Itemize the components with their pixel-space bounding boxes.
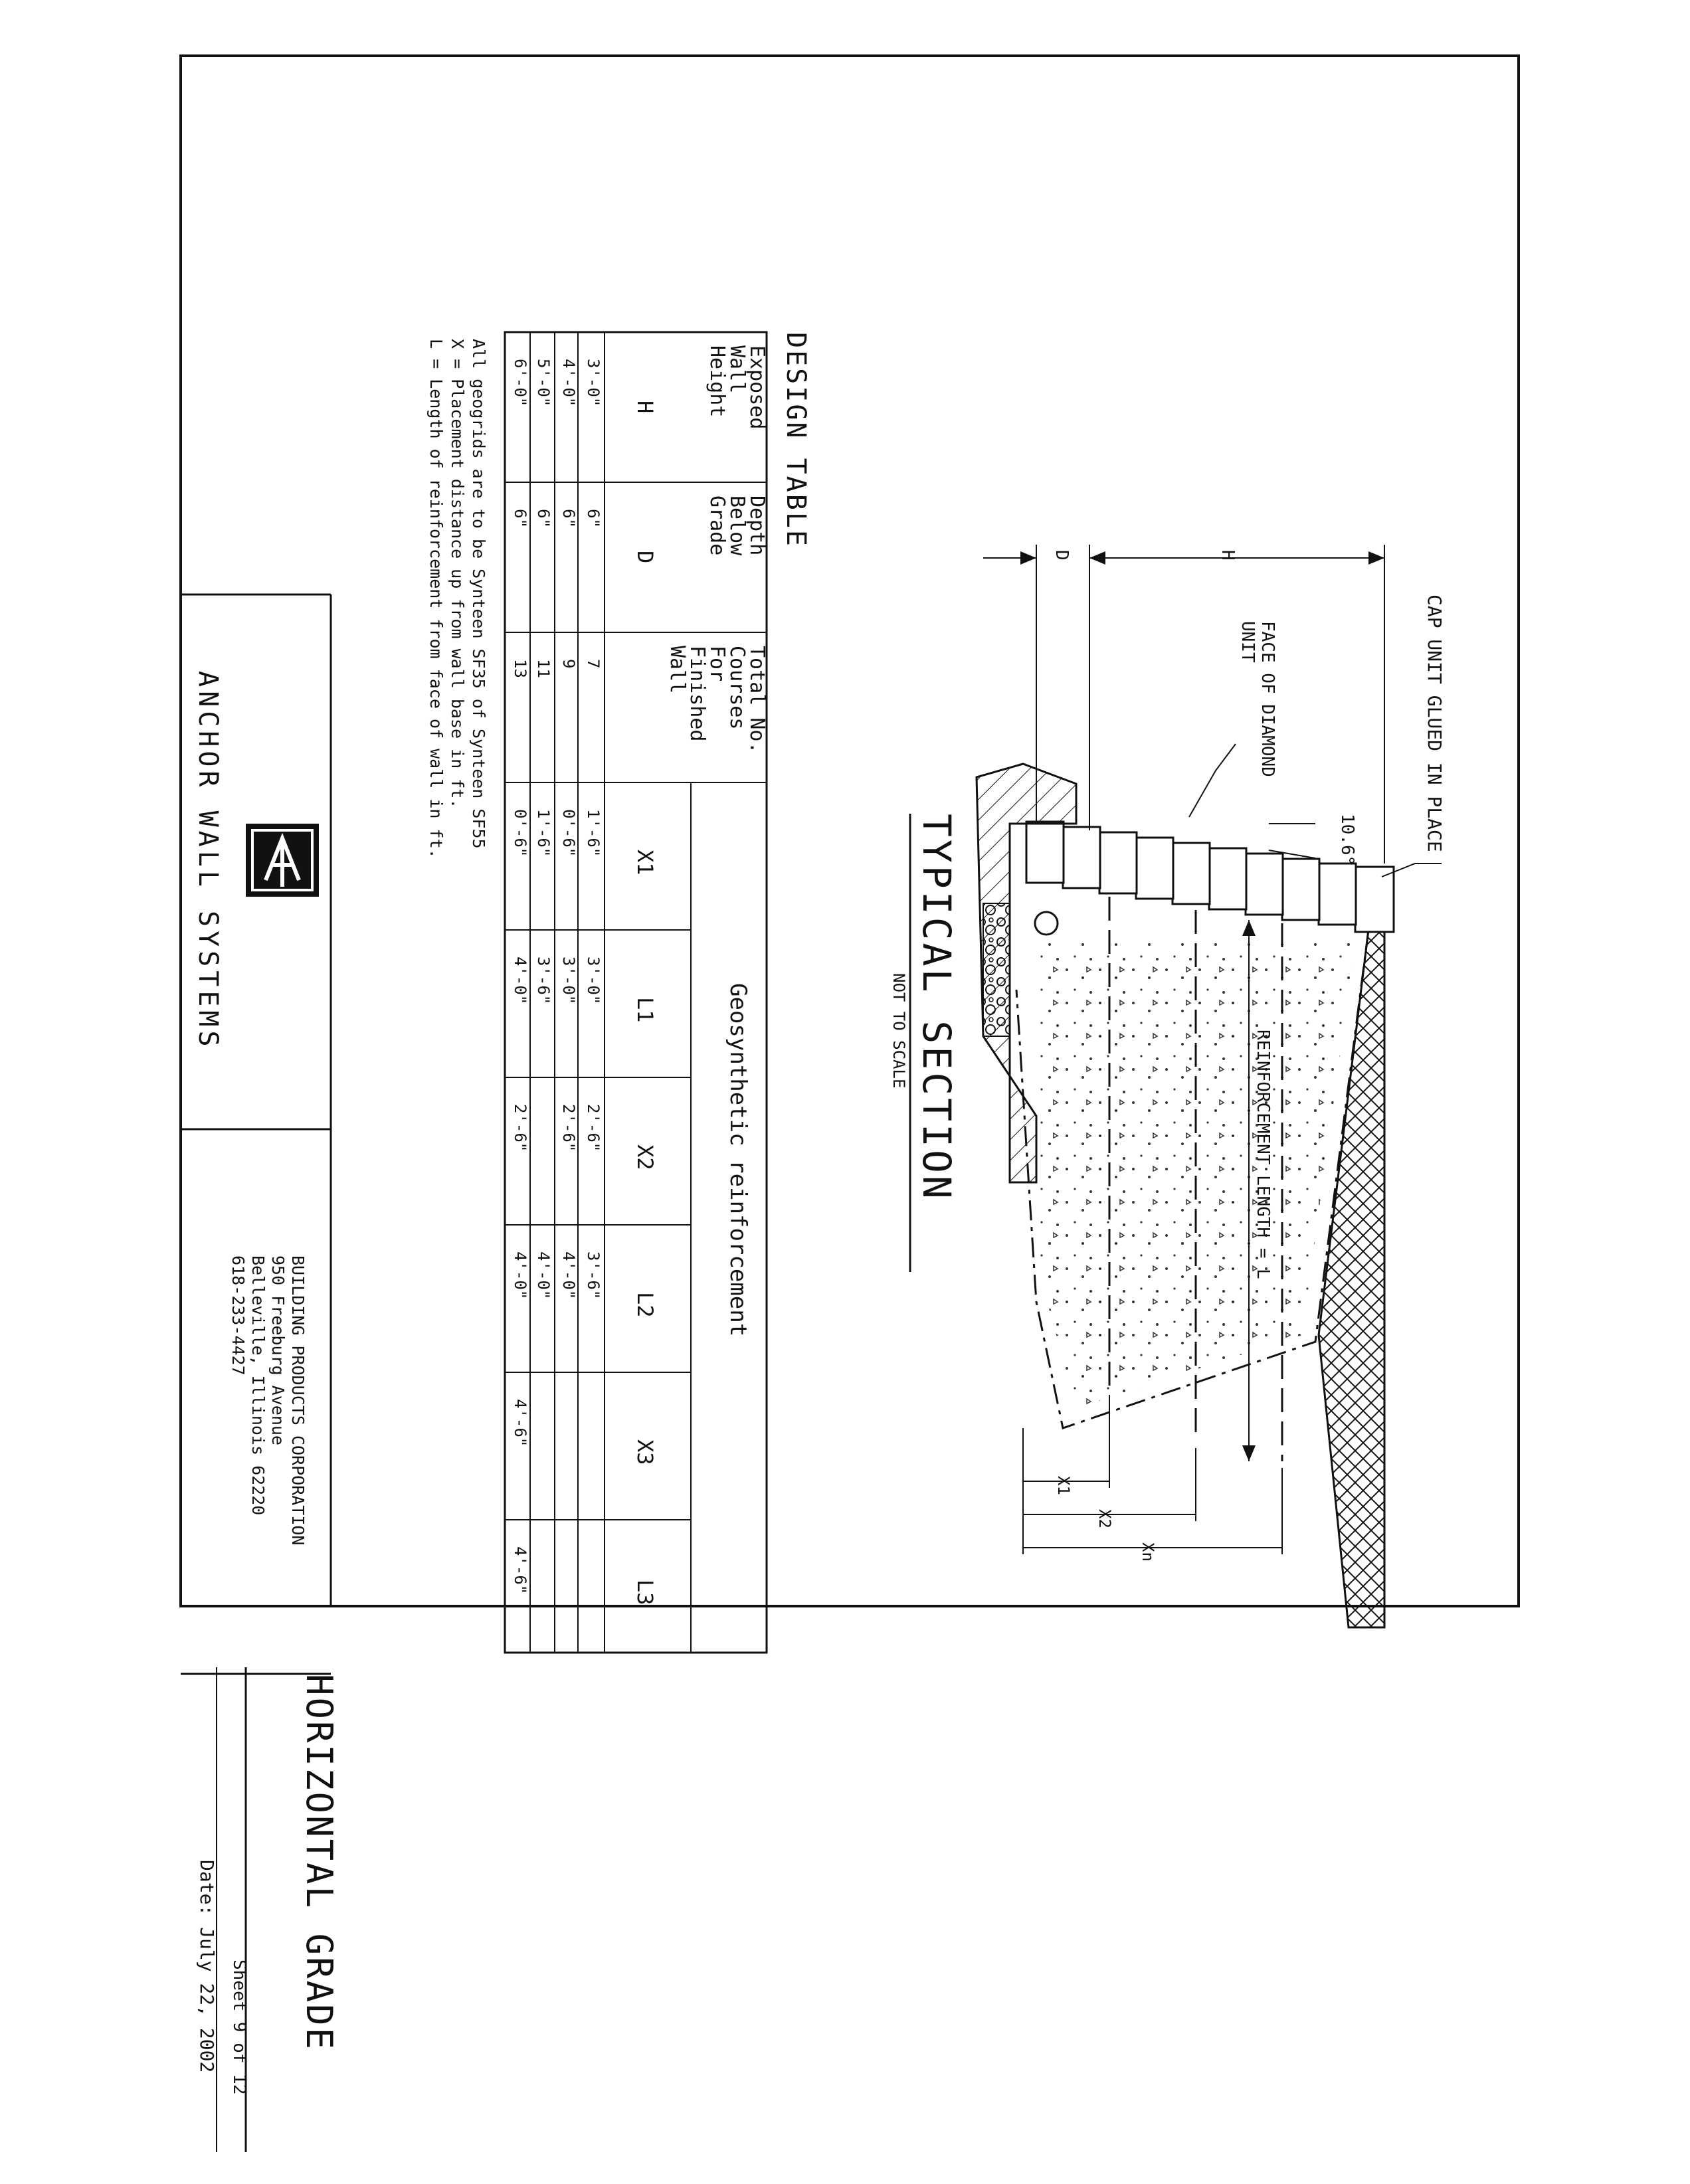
wall-blocks: [1025, 820, 1395, 933]
note-2: X = Placement distance up from wall base…: [448, 339, 467, 808]
table-cell: 9: [559, 659, 578, 668]
dim-d-label: D: [1052, 550, 1072, 561]
table-cell: 2'-6": [584, 1104, 603, 1152]
design-table: DESIGN TABLE ExposedWallHeightDepthBelow…: [504, 331, 811, 1654]
face-label-2: UNIT: [1238, 621, 1258, 663]
table-cell: 4'-0": [559, 1251, 578, 1299]
table-cell: 5'-0": [534, 359, 553, 407]
anchor-wall-logo-icon: [246, 824, 319, 897]
symbol-d: D: [632, 551, 658, 563]
symbol-h: H: [632, 401, 658, 413]
table-grid: [505, 332, 767, 1653]
section-subtitle: NOT TO SCALE: [890, 973, 908, 1088]
header-col2-line: Below: [725, 496, 749, 556]
table-cell: 4'-0": [534, 1251, 553, 1299]
face-leader: [1188, 743, 1236, 818]
drawing-title: HORIZONTAL GRADE: [298, 1674, 340, 2051]
geogrid-layers: [1108, 897, 1283, 1461]
table-cell: 0'-6": [511, 809, 529, 857]
header-col1-line: Height: [705, 345, 729, 417]
table-cell: 6": [534, 509, 553, 528]
table-cell: 6": [584, 509, 603, 528]
dim-h-label: H: [1218, 550, 1238, 561]
dim-x2-label: X2: [1095, 1509, 1114, 1528]
corp-line-3: Belleville, Illinois 62220: [248, 1255, 268, 1515]
table-cell: 11: [534, 659, 553, 678]
symbol-l3: L3: [632, 1580, 658, 1605]
corp-line-4: 618-233-4427: [229, 1255, 248, 1376]
symbol-l1: L1: [632, 997, 658, 1023]
header-col1-line: Exposed: [745, 345, 769, 429]
title-block: ANCHOR WALL SYSTEMS BUILDING PRODUCTS CO…: [181, 593, 340, 2152]
section-title: TYPICAL SECTION: [914, 814, 959, 1202]
table-cell: 3'-0": [584, 359, 603, 407]
table-cell: 3'-6": [534, 956, 553, 1004]
corp-line-1: BUILDING PRODUCTS CORPORATION: [288, 1255, 308, 1546]
reinforced-zone-boundary: [1015, 929, 1370, 1429]
symbol-l2: L2: [632, 1292, 658, 1318]
table-cell: 0'-6": [559, 809, 578, 857]
drawing-date: Date: July 22, 2002: [196, 1860, 218, 2072]
table-cell: 4'-0": [559, 359, 578, 407]
header-col2-line: Grade: [705, 496, 729, 555]
table-cell: 3'-0": [584, 956, 603, 1004]
table-cell: 4'-6": [511, 1399, 529, 1447]
corp-line-2: 950 Freeburg Avenue: [268, 1255, 288, 1445]
header-col1-line: Wall: [725, 345, 749, 393]
table-cell: 3'-6": [584, 1251, 603, 1299]
table-cell: 6'-0": [511, 359, 529, 407]
front-soil: [975, 763, 1078, 1184]
cap-unit-label: CAP UNIT GLUED IN PLACE: [1424, 594, 1446, 852]
symbol-x3: X3: [632, 1439, 658, 1465]
header-col3-line: Finished: [686, 646, 709, 742]
table-cell: 2'-6": [559, 1104, 578, 1152]
header-col3-line: Total No.: [745, 646, 769, 754]
table-frame: [504, 331, 768, 1654]
notes: All geogrids are to be Synteen SF35 of S…: [426, 339, 488, 859]
cap-leader: [1381, 863, 1442, 877]
dim-xn-label: Xn: [1139, 1542, 1157, 1562]
note-3: L = Length of reinforcement from face of…: [426, 339, 446, 859]
design-table-title: DESIGN TABLE: [781, 332, 811, 548]
sheet-number: Sheet 9 of 12: [229, 1959, 249, 2095]
header-col3-line: Wall: [666, 646, 689, 693]
sheet-border: [179, 54, 1520, 1607]
header-col2-line: Depth: [745, 496, 769, 555]
face-label-1: FACE OF DIAMOND: [1258, 621, 1277, 777]
table-cell: 3'-0": [559, 956, 578, 1004]
geo-header: Geosynthetic reinforcement: [725, 983, 751, 1336]
table-cell: 1'-6": [534, 809, 553, 857]
table-cell: 2'-6": [511, 1104, 529, 1152]
table-cell: 4'-0": [511, 1251, 529, 1299]
angle-label: 10.6°: [1337, 814, 1357, 865]
note-1: All geogrids are to be Synteen SF35 of S…: [469, 339, 488, 849]
table-cell: 6": [511, 509, 529, 528]
header-col3-line: For: [705, 646, 729, 682]
table-cell: 13: [511, 659, 529, 678]
symbol-x1: X1: [632, 850, 658, 875]
reinforcement-label: REINFORCEMENT LENGTH = L: [1253, 1030, 1273, 1279]
symbol-x2: X2: [632, 1144, 658, 1170]
header-col3-line: Courses: [725, 646, 749, 729]
company-name: ANCHOR WALL SYSTEMS: [193, 671, 223, 1051]
table-cell: 6": [559, 509, 578, 528]
drain-pipe: [1034, 911, 1059, 936]
table-cell: 4'-0": [511, 956, 529, 1004]
dim-x1-label: X1: [1054, 1476, 1073, 1495]
table-cell: 7: [584, 659, 603, 668]
typical-section: REINFORCEMENT LENGTH = L H D X1 X2 Xn CA…: [890, 545, 1446, 1629]
table-cell: 4'-6": [511, 1546, 529, 1594]
table-cell: 1'-6": [584, 809, 603, 857]
